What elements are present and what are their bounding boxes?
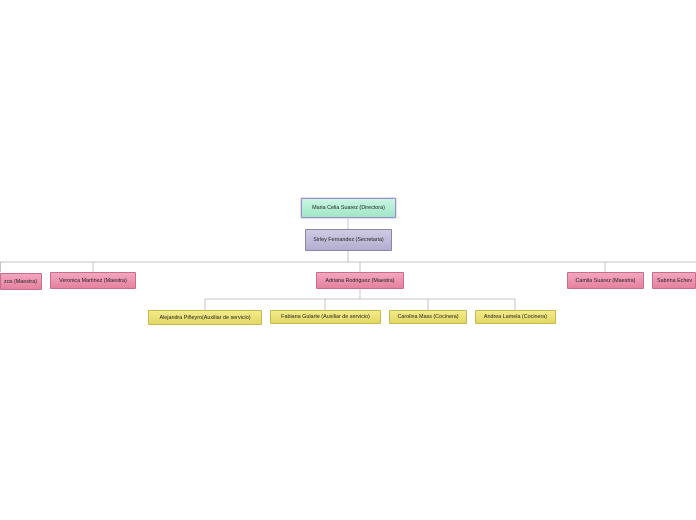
node-secretary[interactable]: Sirley Fernandez (Secretaria): [305, 229, 392, 251]
node-director[interactable]: Maria Celia Suarez (Directora): [301, 198, 396, 218]
node-staff-1[interactable]: Alejandra Piñeyro(Auxiliar de servicio): [148, 310, 262, 325]
node-teacher-1[interactable]: zos (Maestra): [0, 273, 42, 290]
node-teacher-3[interactable]: Adriana Rodriguez (Maestra): [316, 272, 404, 289]
node-teacher-5-label: Sabrina Echev: [657, 277, 693, 284]
node-secretary-label: Sirley Fernandez (Secretaria): [313, 237, 384, 243]
node-director-label: Maria Celia Suarez (Directora): [312, 205, 385, 211]
node-staff-3-label: Carolina Mass (Cocinera): [397, 314, 459, 320]
node-teacher-5[interactable]: Sabrina Echev: [652, 272, 696, 289]
node-teacher-4-label: Camila Suarez (Maestra): [575, 277, 636, 284]
node-teacher-4[interactable]: Camila Suarez (Maestra): [567, 272, 644, 289]
node-teacher-3-label: Adriana Rodriguez (Maestra): [325, 277, 395, 284]
node-staff-4-label: Andrea Lamela (Cocinera): [483, 314, 548, 320]
node-teacher-2-label: Veronica Martinez (Maestra): [59, 277, 127, 284]
node-teacher-1-label: zos (Maestra): [4, 278, 37, 285]
node-staff-1-label: Alejandra Piñeyro(Auxiliar de servicio): [159, 314, 251, 321]
node-staff-4[interactable]: Andrea Lamela (Cocinera): [475, 310, 556, 324]
node-staff-3[interactable]: Carolina Mass (Cocinera): [389, 310, 467, 324]
node-teacher-2[interactable]: Veronica Martinez (Maestra): [50, 272, 136, 289]
node-staff-2[interactable]: Fabiana Gularte (Auxiliar de servicio): [270, 310, 381, 324]
node-staff-2-label: Fabiana Gularte (Auxiliar de servicio): [281, 314, 370, 320]
